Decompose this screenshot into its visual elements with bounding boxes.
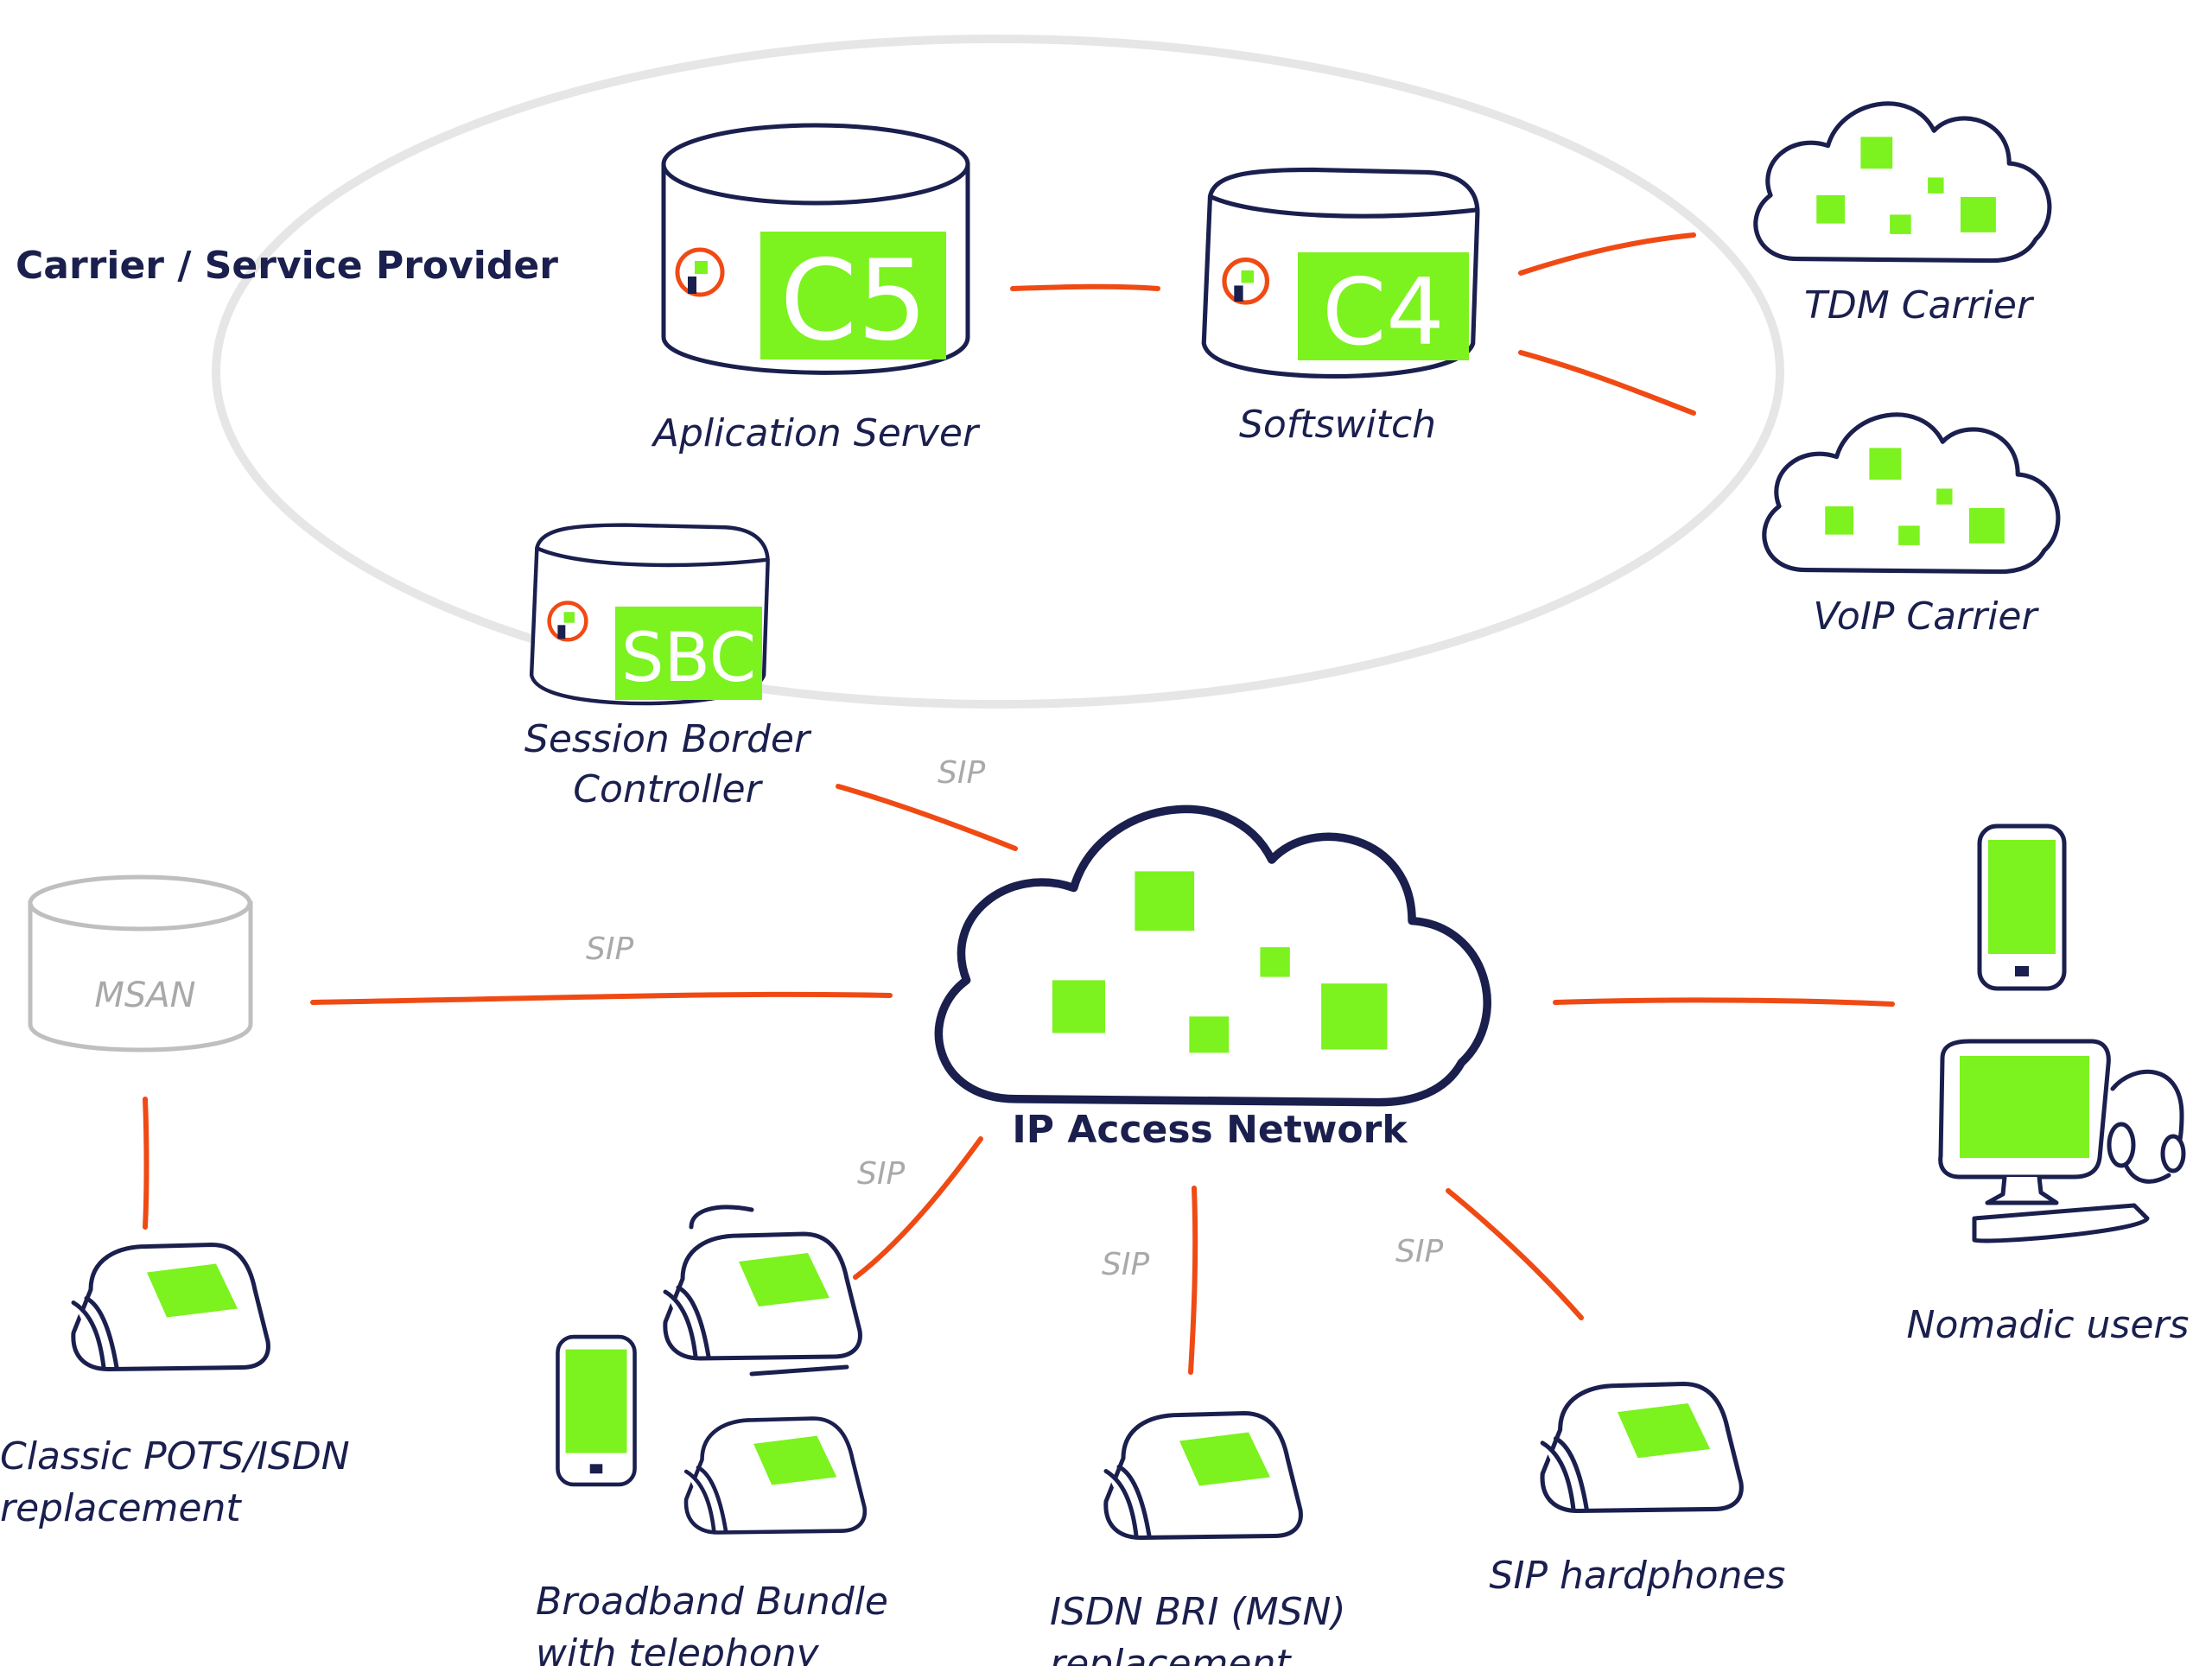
isdn-label-line2: replacement xyxy=(1050,1642,1292,1666)
softswitch-label: Softswitch xyxy=(1239,403,1436,447)
broadband-label-line1: Broadband Bundle xyxy=(536,1580,888,1624)
cloud-icon xyxy=(1756,104,2050,261)
tdm-carrier-node: TDM Carrier xyxy=(1756,104,2050,327)
link-c4-tdm xyxy=(1518,232,1696,276)
server-cylinder-icon xyxy=(661,123,970,375)
desk-phone-icon xyxy=(73,1245,269,1370)
pots-node: Classic POTS/ISDN replacement xyxy=(0,1245,350,1530)
application-server-label: Aplication Server xyxy=(651,411,981,455)
link-msan-ipnet xyxy=(310,991,893,1005)
cloud-icon xyxy=(938,809,1487,1102)
sip-hardphones-node: SIP hardphones xyxy=(1490,1384,1786,1598)
sbc-label-line1: Session Border xyxy=(524,717,812,761)
sip-hardphones-label: SIP hardphones xyxy=(1490,1554,1786,1598)
sbc-badge: SBC xyxy=(621,620,756,697)
broadband-label-line2: with telephony xyxy=(536,1631,820,1666)
isdn-label-line1: ISDN BRI (MSN) xyxy=(1050,1590,1346,1634)
link-ipnet-isdn xyxy=(1188,1186,1198,1375)
ip-access-network-label: IP Access Network xyxy=(1012,1108,1408,1152)
desk-phone-icon xyxy=(1106,1414,1301,1538)
connectors xyxy=(143,232,1895,1375)
pots-label-line1: Classic POTS/ISDN xyxy=(0,1434,350,1478)
broadband-node: Broadband Bundle with telephony xyxy=(536,1205,888,1666)
sip-label-msan: SIP xyxy=(586,932,633,967)
link-ipnet-nomadic xyxy=(1553,997,1895,1007)
link-ipnet-hardphones xyxy=(1446,1188,1584,1320)
computer-headset-mobile-icon xyxy=(1938,826,2186,1243)
sbc-label-line2: Controller xyxy=(573,767,763,811)
sip-label-isdn: SIP xyxy=(1102,1247,1149,1282)
pots-label-line2: replacement xyxy=(0,1486,242,1530)
ip-access-network-node: IP Access Network xyxy=(938,809,1487,1152)
link-c5-c4 xyxy=(1010,283,1160,291)
fax-phone-mobile-icon xyxy=(557,1205,864,1533)
carrier-zone-ring xyxy=(212,35,1784,709)
link-c4-voip xyxy=(1518,350,1696,416)
voip-carrier-label: VoIP Carrier xyxy=(1813,595,2039,639)
nomadic-label: Nomadic users xyxy=(1907,1303,2190,1347)
sip-label-hardphones: SIP xyxy=(1395,1234,1443,1269)
msan-label: MSAN xyxy=(94,976,195,1015)
sbc-node: SBC Session Border Controller xyxy=(524,525,812,811)
msan-node: MSAN xyxy=(28,874,253,1052)
c4-badge: C4 xyxy=(1322,259,1444,366)
application-server-node: C5 Aplication Server xyxy=(651,123,981,455)
softswitch-node: C4 Softswitch xyxy=(1204,169,1478,447)
msan-cylinder-icon xyxy=(28,874,253,1052)
link-sbc-ipnet xyxy=(836,784,1018,851)
cloud-icon xyxy=(1764,415,2058,572)
voip-carrier-node: VoIP Carrier xyxy=(1764,415,2058,639)
nomadic-node: Nomadic users xyxy=(1907,826,2190,1347)
tdm-carrier-label: TDM Carrier xyxy=(1804,283,2035,327)
desk-phone-icon xyxy=(1542,1384,1741,1511)
sip-label-sbc: SIP xyxy=(938,755,985,791)
carrier-zone-title: Carrier / Service Provider xyxy=(16,244,558,288)
link-msan-pots xyxy=(143,1097,149,1230)
sip-label-broadband: SIP xyxy=(857,1156,905,1192)
link-ipnet-broadband xyxy=(853,1136,983,1280)
c5-badge: C5 xyxy=(780,237,928,366)
isdn-bri-node: ISDN BRI (MSN) replacement xyxy=(1050,1414,1346,1666)
